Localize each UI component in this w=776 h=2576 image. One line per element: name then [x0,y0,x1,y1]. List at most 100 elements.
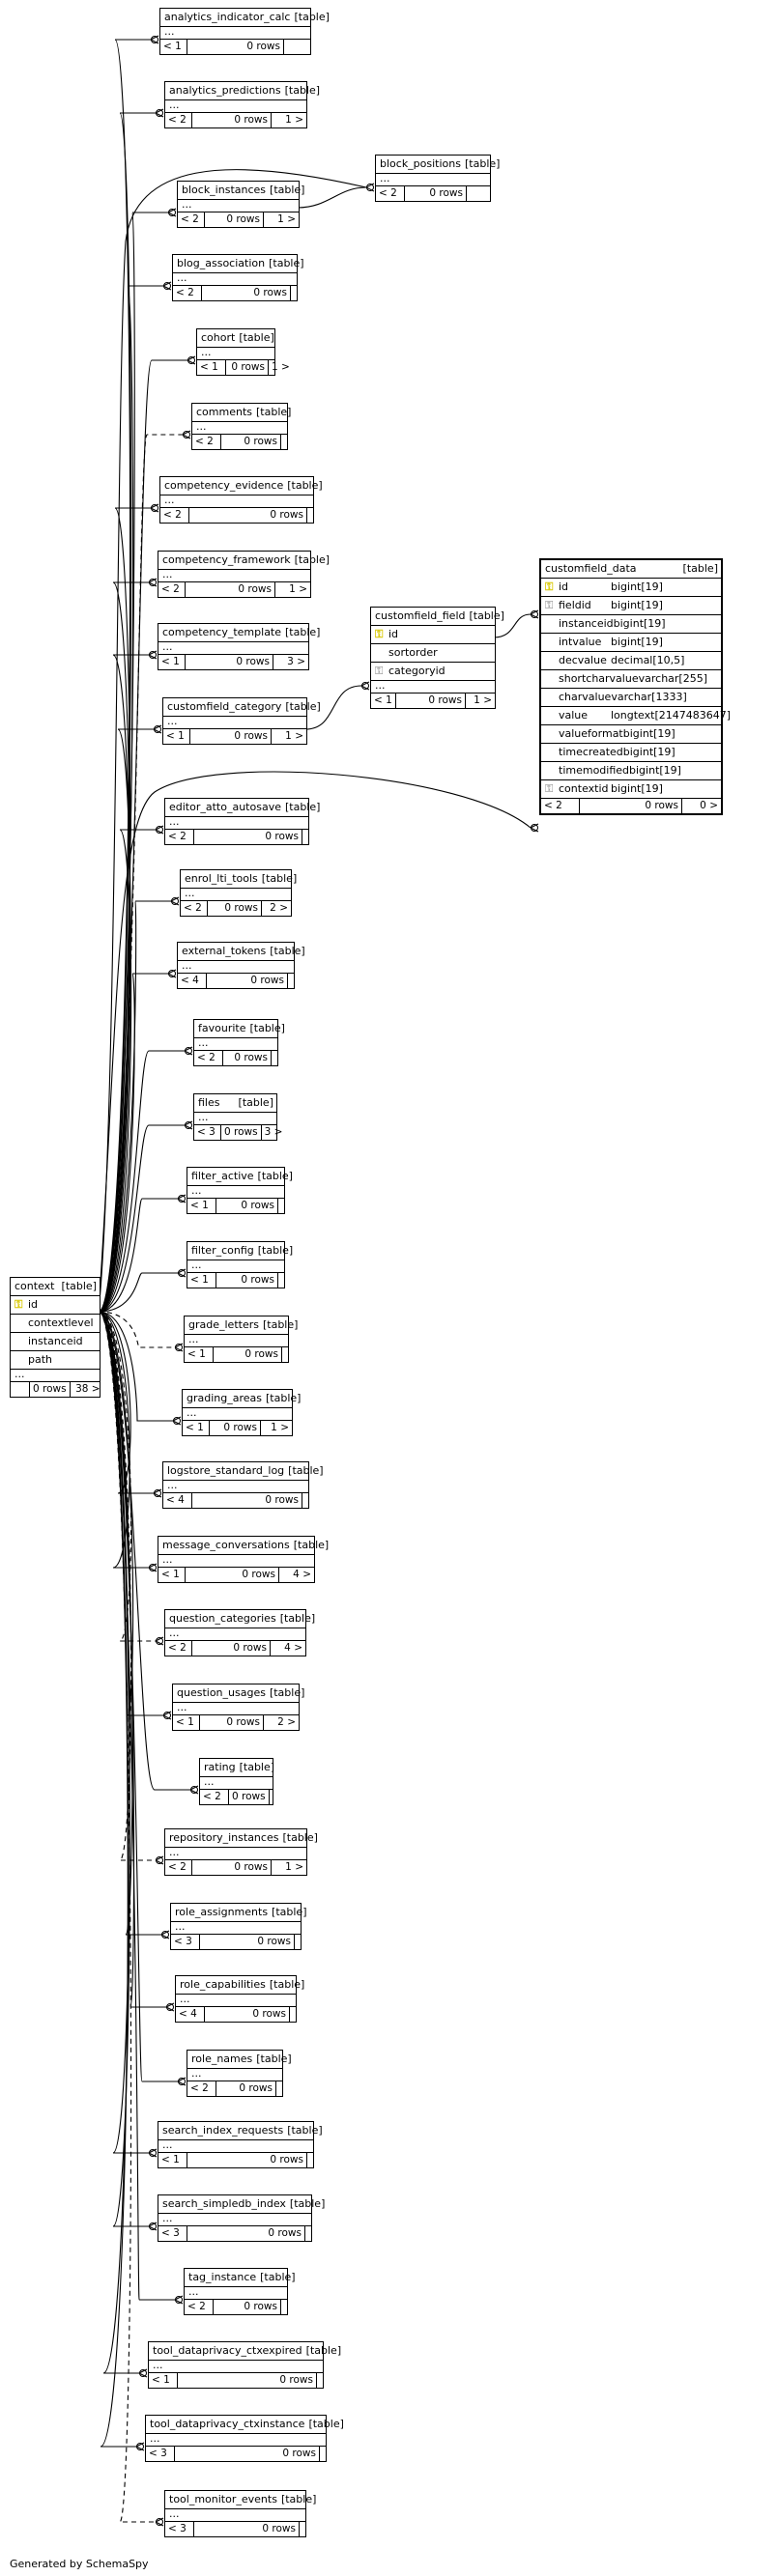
children-count[interactable] [276,2081,282,2096]
table-header[interactable]: repository_instances[table] [165,1829,318,1848]
table-name[interactable]: favourite [198,1022,246,1034]
parents-count[interactable]: < 1 [197,360,226,375]
children-count[interactable]: 0 > [700,800,718,811]
table-header[interactable]: context[table] [11,1278,100,1296]
children-count[interactable] [302,830,308,844]
table-header[interactable]: cohort[table] [197,329,274,348]
table-header[interactable]: competency_template[table] [158,624,320,642]
table-name[interactable]: question_usages [177,1686,266,1699]
children-count[interactable] [281,435,287,449]
parents-count[interactable]: < 3 [171,1935,200,1949]
parents-count[interactable]: < 2 [192,435,221,449]
parents-count[interactable]: < 2 [158,582,186,597]
parents-count[interactable]: < 2 [165,1860,192,1875]
table-header[interactable]: analytics_indicator_calc[table] [160,9,330,27]
table-header[interactable]: rating[table] [200,1759,274,1777]
table-header[interactable]: question_usages[table] [173,1684,304,1703]
children-count[interactable]: 1 > [272,361,290,373]
children-count[interactable] [288,974,294,988]
table-header[interactable]: editor_atto_autosave[table] [165,799,320,817]
children-count[interactable] [282,1347,288,1362]
table-name[interactable]: repository_instances [169,1831,279,1844]
children-count[interactable] [278,1273,284,1288]
table-header[interactable]: customfield_field[table] [371,608,504,626]
children-count[interactable]: 1 > [271,1422,289,1433]
parents-count[interactable]: < 1 [185,1347,214,1362]
parents-count[interactable]: < 3 [165,2522,194,2536]
column-path[interactable]: path [11,1351,100,1370]
table-header[interactable]: competency_framework[table] [158,552,330,570]
parents-count[interactable]: < 2 [376,186,405,201]
table-header[interactable]: message_conversations[table] [158,1537,329,1555]
children-count[interactable]: 3 > [264,1126,283,1138]
children-count[interactable] [281,2300,287,2314]
parents-count[interactable]: < 4 [163,1493,192,1508]
table-name[interactable]: competency_evidence [164,479,284,492]
table-name[interactable]: competency_framework [162,553,291,566]
parents-count[interactable] [11,1382,30,1397]
parents-count[interactable]: < 1 [160,40,187,54]
table-name[interactable]: filter_config [191,1244,254,1257]
column-sortorder[interactable]: sortorder [371,644,495,663]
children-count[interactable]: 38 > [75,1383,101,1395]
column-id[interactable]: ⚿id [371,626,495,644]
table-name[interactable]: grade_letters [188,1318,259,1331]
parents-count[interactable]: < 1 [158,2153,187,2167]
table-header[interactable]: enrol_lti_tools[table] [181,870,297,889]
table-header[interactable]: grade_letters[table] [185,1316,298,1335]
table-header[interactable]: role_names[table] [187,2051,292,2069]
table-name[interactable]: search_simpledb_index [162,2197,286,2210]
table-name[interactable]: role_assignments [175,1906,269,1918]
parents-count[interactable]: < 3 [158,2226,187,2241]
table-header[interactable]: files[table] [194,1094,276,1113]
table-tool-dataprivacy-ctxexpired[interactable]: tool_dataprivacy_ctxexpired[table]...< 1… [148,2341,341,2389]
table-name[interactable]: role_names [191,2052,253,2065]
parents-count[interactable]: < 3 [194,1125,221,1140]
children-count[interactable] [270,1790,275,1804]
table-name[interactable]: message_conversations [162,1539,290,1551]
table-header[interactable]: question_categories[table] [165,1610,315,1628]
children-count[interactable] [317,2373,323,2388]
children-count[interactable]: 1 > [289,583,307,595]
parents-count[interactable]: < 2 [541,799,580,813]
children-count[interactable]: 1 > [277,213,296,225]
table-name[interactable]: role_capabilities [180,1978,266,1991]
children-count[interactable] [290,2007,296,2022]
table-header[interactable]: customfield_data[table] [541,560,721,579]
table-name[interactable]: block_positions [380,157,461,170]
children-count[interactable] [307,508,313,523]
table-name[interactable]: question_categories [169,1612,276,1625]
table-name[interactable]: tool_dataprivacy_ctxinstance [150,2418,305,2430]
children-count[interactable]: 1 > [474,694,492,706]
children-count[interactable] [291,286,297,300]
column-categoryid[interactable]: ⚿categoryid [371,663,495,681]
parents-count[interactable]: < 2 [181,901,208,916]
table-header[interactable]: filter_active[table] [187,1168,293,1186]
table-header[interactable]: search_simpledb_index[table] [158,2195,325,2214]
table-name[interactable]: customfield_field [375,609,466,622]
table-name[interactable]: editor_atto_autosave [169,801,281,813]
column-instanceid[interactable]: instanceid [11,1333,100,1351]
children-count[interactable]: 1 > [285,730,303,742]
table-header[interactable]: customfield_category[table] [163,698,321,717]
parents-count[interactable]: < 2 [165,830,194,844]
parents-count[interactable]: < 1 [163,729,190,744]
